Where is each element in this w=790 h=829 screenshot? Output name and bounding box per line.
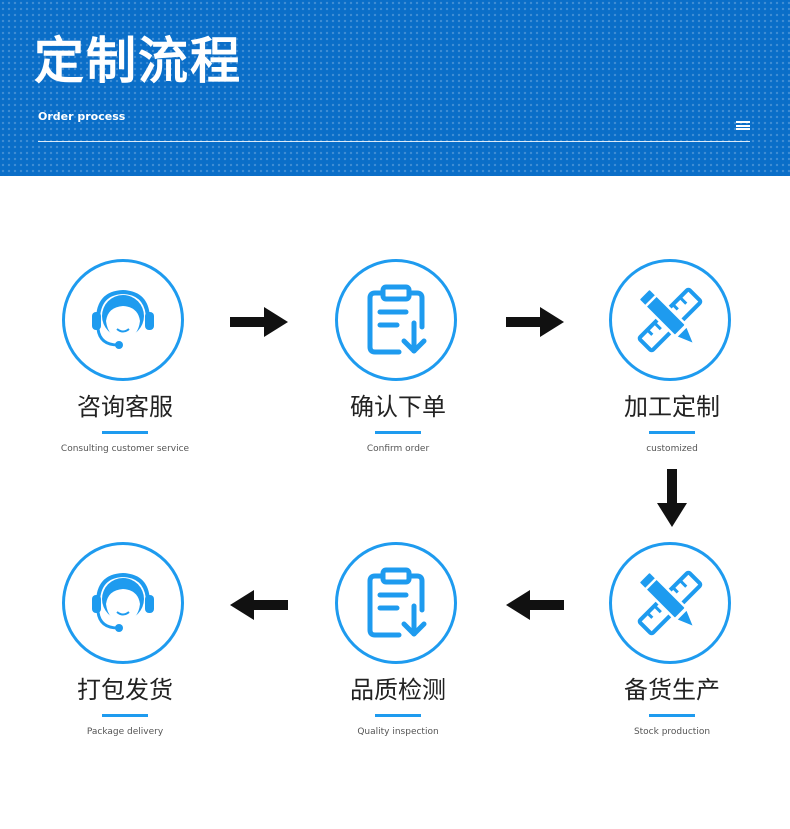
step-underline: [649, 714, 695, 717]
step-customized: 加工定制 customized: [572, 259, 772, 459]
step-subtitle: Consulting customer service: [60, 444, 190, 454]
header-banner: 定制流程 Order process: [0, 0, 790, 176]
step-subtitle: Stock production: [633, 727, 711, 737]
step-subtitle: Package delivery: [86, 727, 164, 737]
step-title: 打包发货: [77, 676, 173, 704]
pencil-ruler-icon: [633, 283, 707, 357]
clipboard-checklist-icon: [359, 283, 433, 357]
step-icon-circle: [609, 259, 731, 381]
step-icon-circle: [609, 542, 731, 664]
page-title: 定制流程: [34, 32, 242, 90]
step-underline: [102, 714, 148, 717]
arrow-right-icon: [230, 307, 288, 337]
step-icon-circle: [335, 259, 457, 381]
step-title: 确认下单: [350, 393, 446, 421]
step-subtitle: customized: [646, 444, 698, 454]
step-quality-inspection: 品质检测 Quality inspection: [298, 542, 498, 742]
pencil-ruler-icon: [633, 566, 707, 640]
step-underline: [102, 431, 148, 434]
arrow-right-icon: [506, 307, 564, 337]
step-underline: [375, 431, 421, 434]
step-underline: [649, 431, 695, 434]
step-confirm-order: 确认下单 Confirm order: [298, 259, 498, 459]
page-subtitle: Order process: [38, 110, 126, 123]
step-icon-circle: [62, 259, 184, 381]
arrow-left-icon: [506, 590, 564, 620]
step-title: 品质检测: [350, 676, 446, 704]
arrow-down-icon: [657, 469, 687, 527]
customer-service-headset-icon: [86, 566, 160, 640]
hamburger-menu-icon[interactable]: [736, 121, 750, 130]
step-underline: [375, 714, 421, 717]
step-consulting: 咨询客服 Consulting customer service: [25, 259, 225, 459]
header-divider: [38, 141, 750, 142]
clipboard-checklist-icon: [359, 566, 433, 640]
step-icon-circle: [62, 542, 184, 664]
arrow-left-icon: [230, 590, 288, 620]
customer-service-headset-icon: [86, 283, 160, 357]
step-package-delivery: 打包发货 Package delivery: [25, 542, 225, 742]
step-title: 备货生产: [624, 676, 720, 704]
step-subtitle: Quality inspection: [357, 727, 439, 737]
step-subtitle: Confirm order: [366, 444, 430, 454]
step-stock-production: 备货生产 Stock production: [572, 542, 772, 742]
step-title: 加工定制: [624, 393, 720, 421]
step-title: 咨询客服: [77, 393, 173, 421]
step-icon-circle: [335, 542, 457, 664]
